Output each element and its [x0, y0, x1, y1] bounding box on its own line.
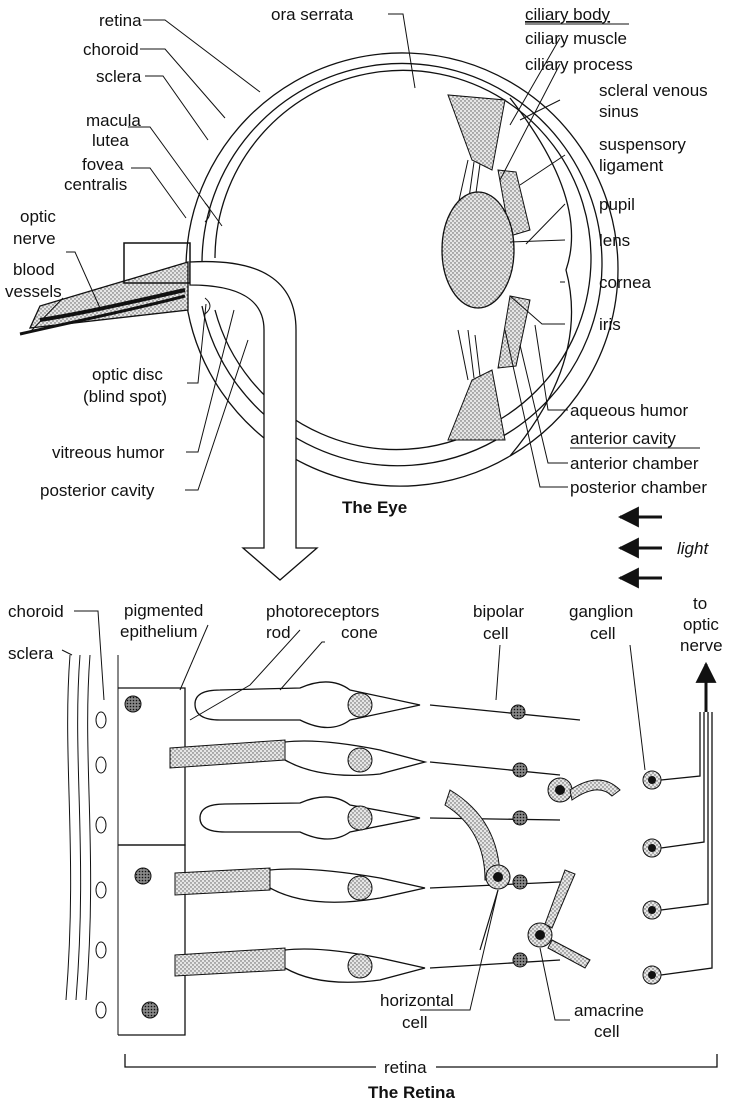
- label-vitreous-humor: vitreous humor: [52, 443, 165, 462]
- label-rod: rod: [266, 623, 291, 642]
- label-vessels: vessels: [5, 282, 62, 301]
- label-bipolar-cell: cell: [483, 624, 509, 643]
- light-arrows: light: [620, 517, 709, 578]
- label-cornea: cornea: [599, 273, 652, 292]
- label-amacrine-cell: cell: [594, 1022, 620, 1041]
- lens-shape: [442, 192, 514, 308]
- label-macula: macula: [86, 111, 141, 130]
- label-to: to: [693, 594, 707, 613]
- ciliary-body-shape: [448, 95, 505, 170]
- retina-sclera-lines: [66, 655, 91, 1000]
- label-posterior-cavity: posterior cavity: [40, 481, 155, 500]
- label-centralis: centralis: [64, 175, 127, 194]
- label-optic-disc: optic disc: [92, 365, 163, 384]
- label-aqueous-humor: aqueous humor: [570, 401, 688, 420]
- label-ciliary-body: ciliary body: [525, 5, 611, 24]
- label-photoreceptors: photoreceptors: [266, 602, 379, 621]
- label-suspensory: suspensory: [599, 135, 686, 154]
- horizontal-cell: [445, 790, 510, 950]
- label-optic-r: optic: [683, 615, 719, 634]
- label-blood: blood: [13, 260, 55, 279]
- label-retina-choroid: choroid: [8, 602, 64, 621]
- label-epithelium: epithelium: [120, 622, 198, 641]
- label-horizontal-cell: cell: [402, 1013, 428, 1032]
- pigmented-epithelium-cells: [118, 688, 185, 1035]
- amacrine-cell: [528, 778, 620, 968]
- photoreceptor-rows: [170, 682, 425, 982]
- label-lutea: lutea: [92, 131, 129, 150]
- label-horizontal: horizontal: [380, 991, 454, 1010]
- label-ora-serrata: ora serrata: [271, 5, 354, 24]
- label-posterior-chamber: posterior chamber: [570, 478, 707, 497]
- label-cone: cone: [341, 623, 378, 642]
- choroid-cells: [96, 712, 106, 1018]
- eye-title: The Eye: [342, 498, 407, 517]
- label-ganglion: ganglion: [569, 602, 633, 621]
- label-lens: lens: [599, 231, 630, 250]
- label-fovea: fovea: [82, 155, 124, 174]
- bipolar-cells: [430, 705, 580, 968]
- label-sclera: sclera: [96, 67, 142, 86]
- label-anterior-cavity: anterior cavity: [570, 429, 676, 448]
- retina-title: The Retina: [368, 1083, 455, 1102]
- label-sinus: sinus: [599, 102, 639, 121]
- label-retina-sclera: sclera: [8, 644, 54, 663]
- choroid-layer: [202, 63, 602, 440]
- label-nerve: nerve: [13, 229, 56, 248]
- eye-diagram: retina choroid sclera macula lutea fovea…: [5, 5, 708, 580]
- retina-span-bracket: retina: [125, 1054, 717, 1077]
- label-ciliary-process: ciliary process: [525, 55, 633, 74]
- label-anterior-chamber: anterior chamber: [570, 454, 699, 473]
- label-optic: optic: [20, 207, 56, 226]
- label-nerve-r: nerve: [680, 636, 723, 655]
- label-scleral-venous: scleral venous: [599, 81, 708, 100]
- label-pupil: pupil: [599, 195, 635, 214]
- label-choroid: choroid: [83, 40, 139, 59]
- label-ciliary-muscle: ciliary muscle: [525, 29, 627, 48]
- label-light: light: [677, 539, 709, 558]
- label-retina: retina: [99, 11, 142, 30]
- eye-leaders-left: [30, 20, 260, 490]
- label-pigmented: pigmented: [124, 601, 203, 620]
- label-amacrine: amacrine: [574, 1001, 644, 1020]
- label-blind-spot: (blind spot): [83, 387, 167, 406]
- label-ganglion-cell: cell: [590, 624, 616, 643]
- label-ligament: ligament: [599, 156, 664, 175]
- ganglion-cells: [643, 712, 712, 984]
- retina-diagram: choroid sclera pigmented epithelium phot…: [8, 594, 723, 1102]
- sclera-layer: [186, 53, 618, 456]
- cornea-shape: [510, 98, 572, 456]
- label-bipolar: bipolar: [473, 602, 524, 621]
- label-iris: iris: [599, 315, 621, 334]
- label-retina-span: retina: [384, 1058, 427, 1077]
